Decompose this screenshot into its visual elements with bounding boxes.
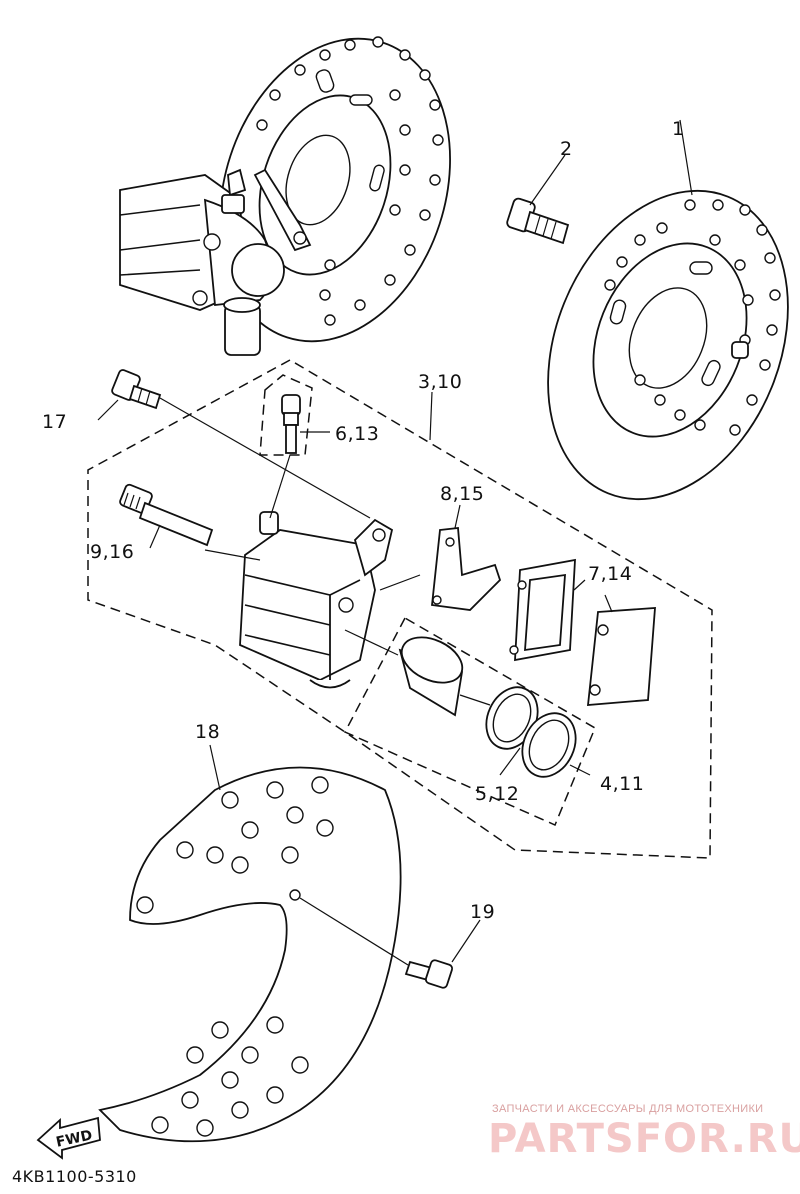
diagram-code: 4KB1100-5310 (12, 1167, 137, 1186)
disc-vent-holes (256, 36, 444, 326)
leader-lines (97, 119, 693, 966)
disc-vent-holes (604, 199, 781, 436)
watermark-brand: PARTSFOR.RU (488, 1116, 800, 1162)
assembled-caliper-and-disc (119, 36, 451, 356)
brake-pads (509, 558, 656, 706)
pad-spring-bracket (431, 527, 502, 611)
callout-18: 18 (195, 721, 220, 743)
callout-7-14: 7,14 (588, 563, 632, 585)
slide-pin (119, 483, 214, 547)
callout-labels: 1 2 3,10 6,13 17 8,15 9,16 7,14 18 4,11 … (42, 118, 685, 923)
piston-seal-outline (343, 616, 596, 826)
callout-19: 19 (470, 901, 495, 923)
callout-3-10: 3,10 (418, 371, 462, 393)
callout-9-16: 9,16 (90, 541, 134, 563)
brake-disc (547, 189, 789, 501)
caliper-body (239, 511, 394, 689)
watermark: ЗАПЧАСТИ И АКСЕССУАРЫ ДЛЯ МОТОТЕХНИКИ PA… (488, 1103, 800, 1162)
piston-seals (485, 686, 577, 778)
fwd-label: FWD (55, 1127, 94, 1150)
bleeder-screw (281, 394, 301, 454)
disc-cover (98, 766, 402, 1143)
cover-holes (136, 776, 334, 1137)
bleeder-outline (259, 374, 313, 456)
callout-17: 17 (42, 411, 67, 433)
caliper-piston (398, 636, 464, 717)
callout-1: 1 (672, 118, 685, 140)
callout-6-13: 6,13 (335, 423, 379, 445)
callout-8-15: 8,15 (440, 483, 484, 505)
caliper-bolt (111, 369, 162, 410)
callout-4-11: 4,11 (600, 773, 644, 795)
assembly-outline (87, 359, 713, 859)
fwd-arrow: FWD (36, 1116, 101, 1160)
callout-2: 2 (560, 138, 573, 160)
disc-bolt (506, 197, 570, 245)
cover-bolt (404, 959, 454, 989)
callout-5-12: 5,12 (475, 783, 519, 805)
watermark-tagline: ЗАПЧАСТИ И АКСЕССУАРЫ ДЛЯ МОТОТЕХНИКИ (492, 1103, 763, 1115)
